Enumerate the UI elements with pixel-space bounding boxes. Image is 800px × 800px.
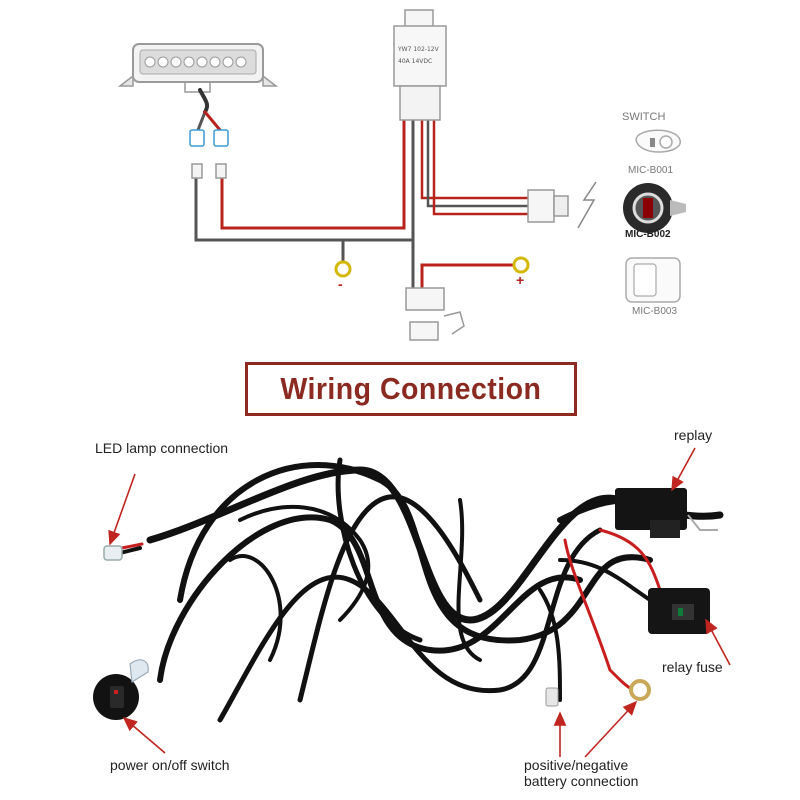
terminal-ring-positive <box>512 256 530 274</box>
quick-connectors-icon <box>189 129 229 179</box>
battery-lug-photo <box>545 687 559 707</box>
callout-replay: replay <box>674 427 713 443</box>
switch-code-b001: MIC-B001 <box>628 165 674 176</box>
lightning-icon <box>577 181 597 229</box>
switch-mic-b002-icon <box>623 183 686 233</box>
relay-label-line2: 40A 14VDC <box>398 58 432 65</box>
ring-terminal-photo <box>629 679 651 701</box>
led-light-bar-icon <box>117 43 279 93</box>
relay-icon: YW7 102-12V 40A 14VDC <box>393 9 447 121</box>
switch-code-b002: MIC-B002 <box>625 229 671 240</box>
negative-terminal-label: - <box>338 276 343 292</box>
callout-arrows <box>108 447 731 758</box>
callout-battery-line1: positive/negative <box>524 757 629 773</box>
positive-terminal-label: + <box>516 272 525 288</box>
terminal-ring-negative <box>334 260 352 278</box>
schematic-wires <box>194 88 542 292</box>
switch-code-b003: MIC-B003 <box>632 306 678 317</box>
switch-heading: SWITCH <box>622 111 666 123</box>
callout-relay-fuse: relay fuse <box>662 659 723 675</box>
fuse-holder-icon <box>405 287 465 341</box>
power-switch-photo <box>93 659 149 720</box>
diagram-title: Wiring Connection <box>280 371 542 406</box>
relay-photo <box>615 488 718 538</box>
callout-led-lamp: LED lamp connection <box>95 440 229 456</box>
callout-power-switch: power on/off switch <box>110 757 230 773</box>
switch-mic-b003-icon <box>625 257 681 303</box>
callout-battery-line2: battery connection <box>524 773 639 789</box>
fuse-holder-photo <box>648 588 710 634</box>
led-connector-photo <box>103 545 123 561</box>
switch-connector-icon <box>527 189 569 223</box>
switch-mic-b001-icon <box>635 129 681 153</box>
relay-label-line1: YW7 102-12V <box>397 46 440 53</box>
red-wires <box>120 528 662 690</box>
title-banner: Wiring Connection <box>245 362 577 416</box>
